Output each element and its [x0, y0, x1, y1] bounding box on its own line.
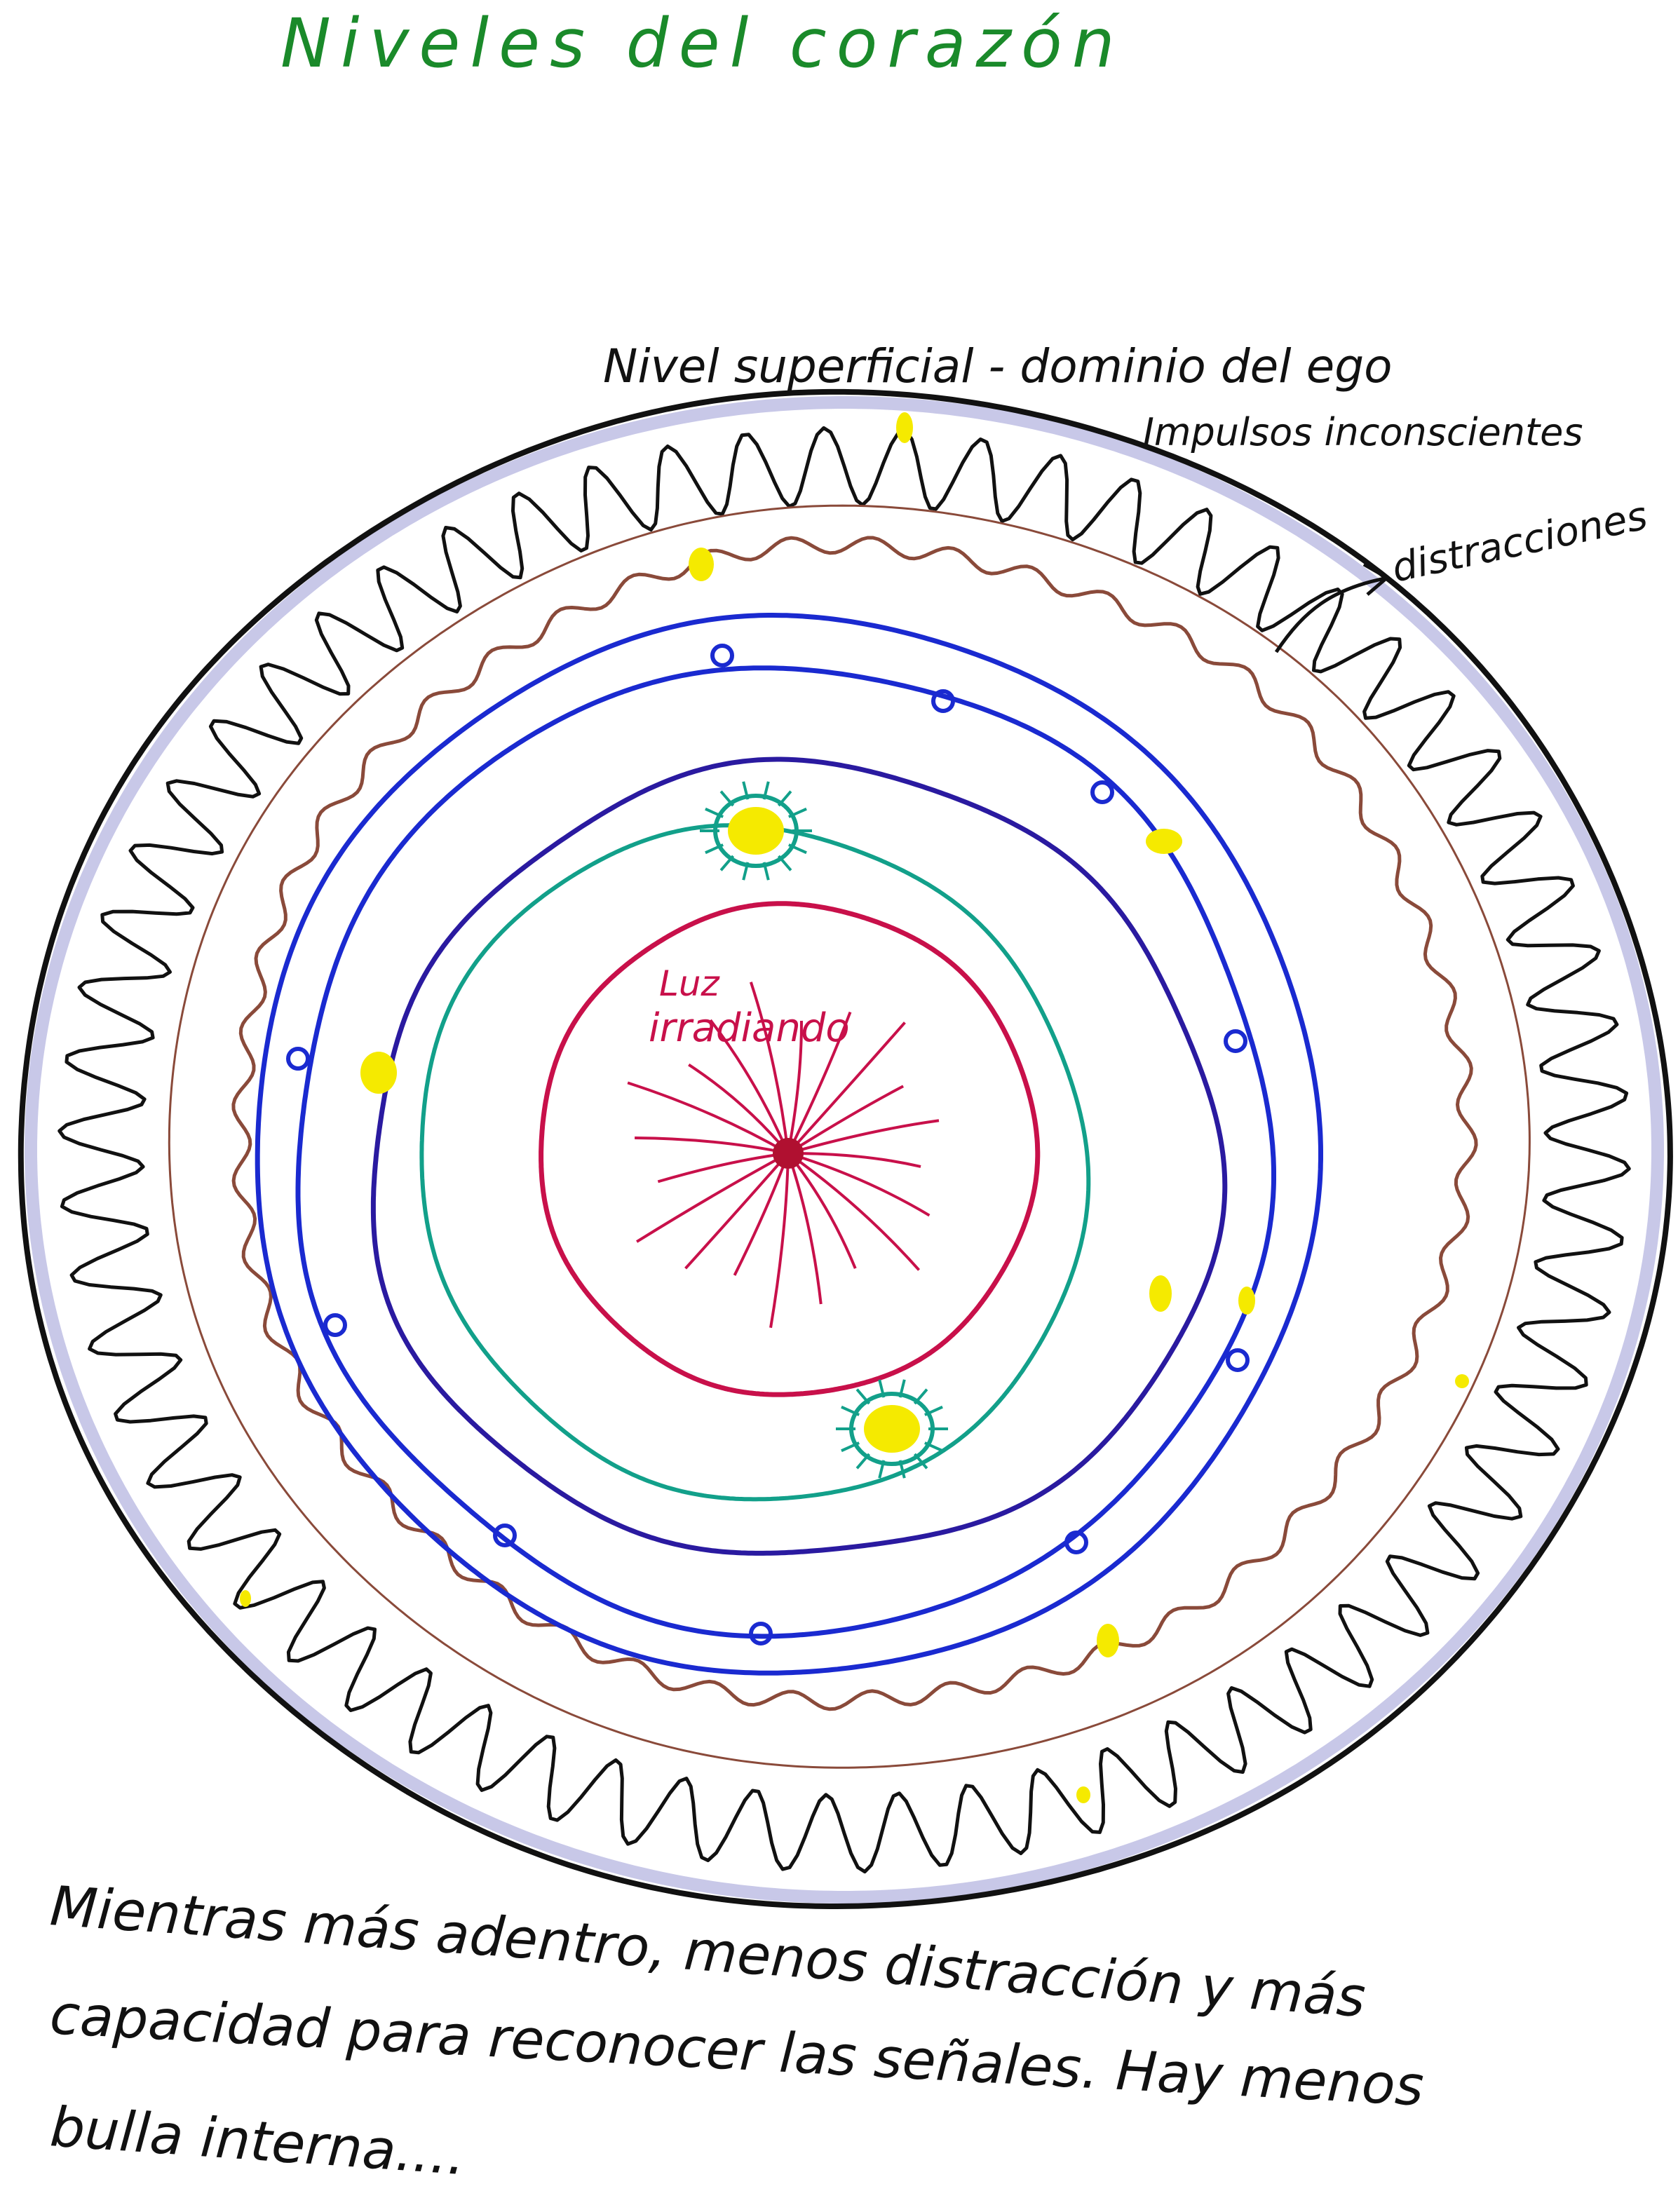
- yellow-dot: [360, 1052, 397, 1094]
- impulses-label: Impulsos inconscientes: [1143, 410, 1583, 454]
- yellow-dot: [1076, 1786, 1090, 1803]
- light-ray: [787, 1022, 906, 1155]
- light-ray: [627, 1081, 789, 1155]
- light-ray: [769, 1153, 790, 1329]
- outer-shade-ring: [25, 396, 1664, 1904]
- sun-icon: [700, 781, 812, 881]
- light-ray: [787, 1152, 921, 1271]
- yellow-dot: [1149, 1275, 1172, 1312]
- center-label-line2: irradiando: [649, 1005, 850, 1051]
- center-label-line1: Luz: [659, 963, 721, 1004]
- blue-ring-2: [295, 665, 1276, 1639]
- yellow-dot: [1146, 829, 1182, 854]
- yellow-dot: [689, 548, 714, 581]
- light-ray: [787, 1152, 931, 1217]
- sun-icon: [836, 1379, 948, 1479]
- blue-loop: [286, 1047, 310, 1071]
- light-ray: [684, 1152, 790, 1270]
- light-ray: [787, 1119, 940, 1155]
- distractions-label: distracciones: [1388, 493, 1651, 592]
- blue-loop: [493, 1524, 517, 1547]
- light-ray: [787, 1011, 852, 1154]
- blue-loop: [931, 689, 955, 713]
- yellow-dot: [896, 412, 913, 443]
- light-ray: [787, 1153, 823, 1305]
- blue-loop: [749, 1622, 773, 1646]
- yellow-dot: [240, 1590, 251, 1607]
- light-ray: [709, 1019, 790, 1154]
- thin-brown-circle: [168, 504, 1531, 1769]
- indigo-ring-3: [370, 756, 1228, 1556]
- core-light: [773, 1138, 804, 1169]
- blue-loop: [1064, 1531, 1088, 1554]
- blue-loop: [1090, 780, 1114, 804]
- distractions-arrow: [1274, 562, 1391, 653]
- light-ray: [787, 1151, 921, 1168]
- light-ray: [787, 1085, 905, 1155]
- light-ray: [787, 1020, 803, 1154]
- yellow-dot: [1455, 1374, 1469, 1388]
- light-ray: [688, 1063, 790, 1155]
- light-ray: [635, 1136, 789, 1155]
- blue-loop: [1224, 1029, 1247, 1053]
- brown-wavy-ring: [231, 536, 1478, 1711]
- blue-ring-1: [255, 613, 1323, 1676]
- teal-ring: [419, 823, 1091, 1502]
- zigzag-distractions: [57, 426, 1631, 1874]
- light-rays: [627, 982, 940, 1329]
- light-ray: [749, 982, 790, 1154]
- diagram-title: Niveles del corazón: [280, 4, 1125, 83]
- light-ray: [787, 1152, 857, 1269]
- yellow-dots: [240, 412, 1469, 1803]
- yellow-dot: [1238, 1287, 1255, 1315]
- rings-group: [18, 388, 1673, 1909]
- blue-loop: [710, 644, 734, 667]
- blue-loop: [323, 1313, 347, 1337]
- blue-loop: [1226, 1348, 1250, 1372]
- light-ray: [636, 1152, 789, 1243]
- yellow-dot: [1097, 1624, 1119, 1657]
- surface-level-label: Nivel superficial - dominio del ego: [603, 339, 1392, 393]
- caption-line-3: bulla interna....: [48, 2096, 468, 2187]
- outer-circle: [18, 388, 1673, 1909]
- red-core-circle: [539, 901, 1041, 1397]
